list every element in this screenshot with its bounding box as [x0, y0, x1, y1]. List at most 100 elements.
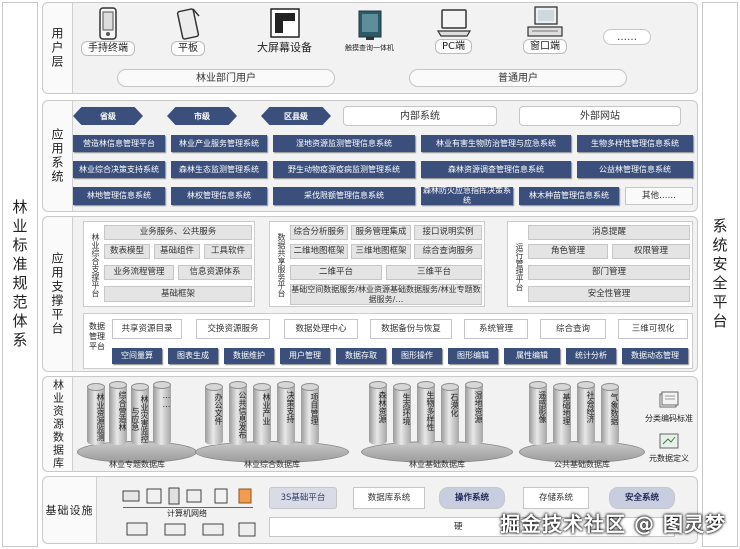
app-system-more: 其他…… [625, 187, 693, 205]
sharing-item: 三维平台 [386, 265, 482, 280]
level-city: 市级 [167, 107, 237, 125]
3s-platform: 3S基础平台 [269, 487, 337, 509]
db-cylinder: 林业产业 [253, 385, 271, 445]
db-cylinder: 社会经济 [577, 383, 595, 445]
db-cylinder: 林业资源监测 [87, 385, 105, 445]
db-cylinder: 湿地资源 [465, 383, 483, 445]
db-cylinder: 项目管理 [301, 385, 319, 445]
db-cylinder: 办公文件 [205, 385, 223, 445]
data-function: 图表生成 [168, 348, 218, 364]
window-terminal-device: 窗口端 [523, 5, 567, 54]
ops-item: 消息提醒 [528, 225, 690, 240]
db-cylinder: 生物多样性 [417, 383, 435, 445]
ops-item: 安全性管理 [528, 286, 690, 302]
metadata-label: 元数据定义 [639, 453, 699, 464]
support-item: 信息资源体系 [178, 265, 252, 280]
ops-item: 角色管理 [528, 244, 608, 259]
support-item: 工具软件 [204, 244, 252, 259]
handheld-icon [96, 7, 120, 41]
forestry-department-users: 林业部门用户 [117, 69, 335, 87]
db-cylinder: 石漠化 [441, 385, 459, 445]
user-layer-title: 用户层 [43, 3, 73, 93]
data-function: 属性编辑 [504, 348, 560, 364]
app-system: 林权管理信息系统 [171, 187, 267, 205]
sharing-item: 服务管理集成 [351, 225, 411, 240]
db-group-name: 林业专题数据库 [77, 459, 197, 470]
db-cylinder: 森林资源 [369, 383, 387, 445]
sharing-item: 综合查询服务 [414, 244, 482, 259]
data-mgmt-item: 数据备份与恢复 [370, 319, 452, 339]
server-icons [121, 521, 261, 539]
classification-standard-label: 分类编码标准 [639, 413, 699, 424]
data-function: 数据维护 [224, 348, 274, 364]
security-platform-bar: 系统安全平台 [702, 2, 738, 547]
data-management-platform: 数据管理平台 共享资源目录 交换资源服务 数据处理中心 数据备份与恢复 系统管理… [83, 313, 693, 369]
application-layer-title: 应用系统 [43, 101, 73, 211]
support-layer-title: 应用支撑平台 [43, 217, 73, 371]
db-cylinder: 气象数据 [601, 385, 619, 445]
standards-system-bar: 林业标准规范体系 [2, 2, 38, 547]
db-cylinder: 综合营造林 [109, 383, 127, 445]
data-mgmt-item: 共享资源目录 [112, 319, 182, 339]
db-cylinder: 林业灾害监控与应急 [131, 385, 149, 445]
network-hardware-icons [119, 485, 259, 507]
database-layer: 林业资源数据库 林业专题数据库 林业资源监测 综合营造林 林业灾害监控与应急 …… [42, 376, 698, 472]
operation-management-title: 运行管理平台 [510, 232, 524, 302]
security-platform-label: 系统安全平台 [710, 218, 731, 332]
user-layer: 用户层 手持终端 平板 大屏幕设备 触摸查询一体机 [42, 2, 698, 94]
laptop-icon [436, 7, 472, 39]
data-mgmt-item: 系统管理 [464, 319, 528, 339]
data-function: 图形操作 [392, 348, 442, 364]
db-group-name: 公共基础数据库 [519, 459, 645, 470]
infrastructure-layer-title: 基础设施 [43, 477, 97, 543]
db-cylinder: 决策支持 [277, 383, 295, 445]
level-province: 省级 [73, 107, 143, 125]
data-function: 用户管理 [280, 348, 330, 364]
data-function: 统计分析 [566, 348, 616, 364]
db-cylinder: 公共信息发布 [229, 383, 247, 445]
more-devices: …… [603, 29, 651, 45]
comprehensive-support-platform: 林业综合支撑平台 业务服务、公共服务 数表模型 基础组件 工具软件 业务流程管理… [83, 221, 255, 307]
general-users: 普通用户 [409, 69, 627, 87]
sharing-item: 综合分析服务 [290, 225, 348, 240]
data-mgmt-item: 交换资源服务 [196, 319, 270, 339]
support-item: 基础组件 [154, 244, 200, 259]
classification-standard-icon [659, 391, 679, 409]
db-group-name: 林业综合数据库 [195, 459, 349, 470]
external-website: 外部网站 [519, 106, 681, 126]
app-system: 野生动物疫源疫病监测管理系统 [273, 161, 415, 178]
app-system: 林业综合决策支持系统 [73, 161, 165, 178]
app-system: 林地管理信息系统 [73, 187, 165, 205]
tablet-icon [173, 7, 203, 41]
data-sharing-title: 数据共享服务平台 [272, 226, 286, 304]
db-cylinder: …… [153, 383, 171, 445]
pc-device: PC端 [435, 7, 472, 54]
app-system: 湿地资源监测管理信息系统 [273, 135, 415, 152]
app-system: 林业产业服务管理系统 [171, 135, 267, 152]
db-cylinder: 生态环境 [393, 385, 411, 445]
data-mgmt-item: 数据处理中心 [284, 319, 358, 339]
database-system: 数据库系统 [353, 487, 425, 509]
sharing-item: 三维地图框架 [351, 244, 411, 259]
data-function: 数据动态管理 [622, 348, 688, 364]
support-item: 业务流程管理 [104, 265, 174, 280]
large-screen-icon [267, 7, 303, 41]
db-cylinder: 遥感影像 [529, 383, 547, 445]
support-item: 基础框架 [104, 286, 252, 302]
sharing-item: 基础空间数据服务/林业资源基础数据服务/林业专题数据服务/… [290, 284, 482, 305]
app-system: 采伐限额管理信息系统 [273, 187, 415, 205]
sharing-item: 接口说明实例 [414, 225, 482, 240]
data-function: 数据存取 [336, 348, 386, 364]
large-screen-device: 大屏幕设备 [251, 7, 318, 56]
data-mgmt-item: 综合查询 [540, 319, 606, 339]
application-layer: 应用系统 省级 市级 区县级 内部系统 外部网站 营造林信息管理平台 林业产业服… [42, 100, 698, 212]
storage-system: 存储系统 [523, 487, 589, 509]
data-function: 空间量算 [112, 348, 162, 364]
sharing-item: 二维地图框架 [290, 244, 348, 259]
support-item: 数表模型 [104, 244, 150, 259]
internal-systems: 内部系统 [343, 106, 497, 126]
comprehensive-support-title: 林业综合支撑平台 [86, 226, 100, 304]
data-mgmt-item: 三维可视化 [618, 319, 688, 339]
app-system: 林木种苗管理信息系统 [519, 187, 619, 205]
kiosk-icon [355, 9, 385, 41]
